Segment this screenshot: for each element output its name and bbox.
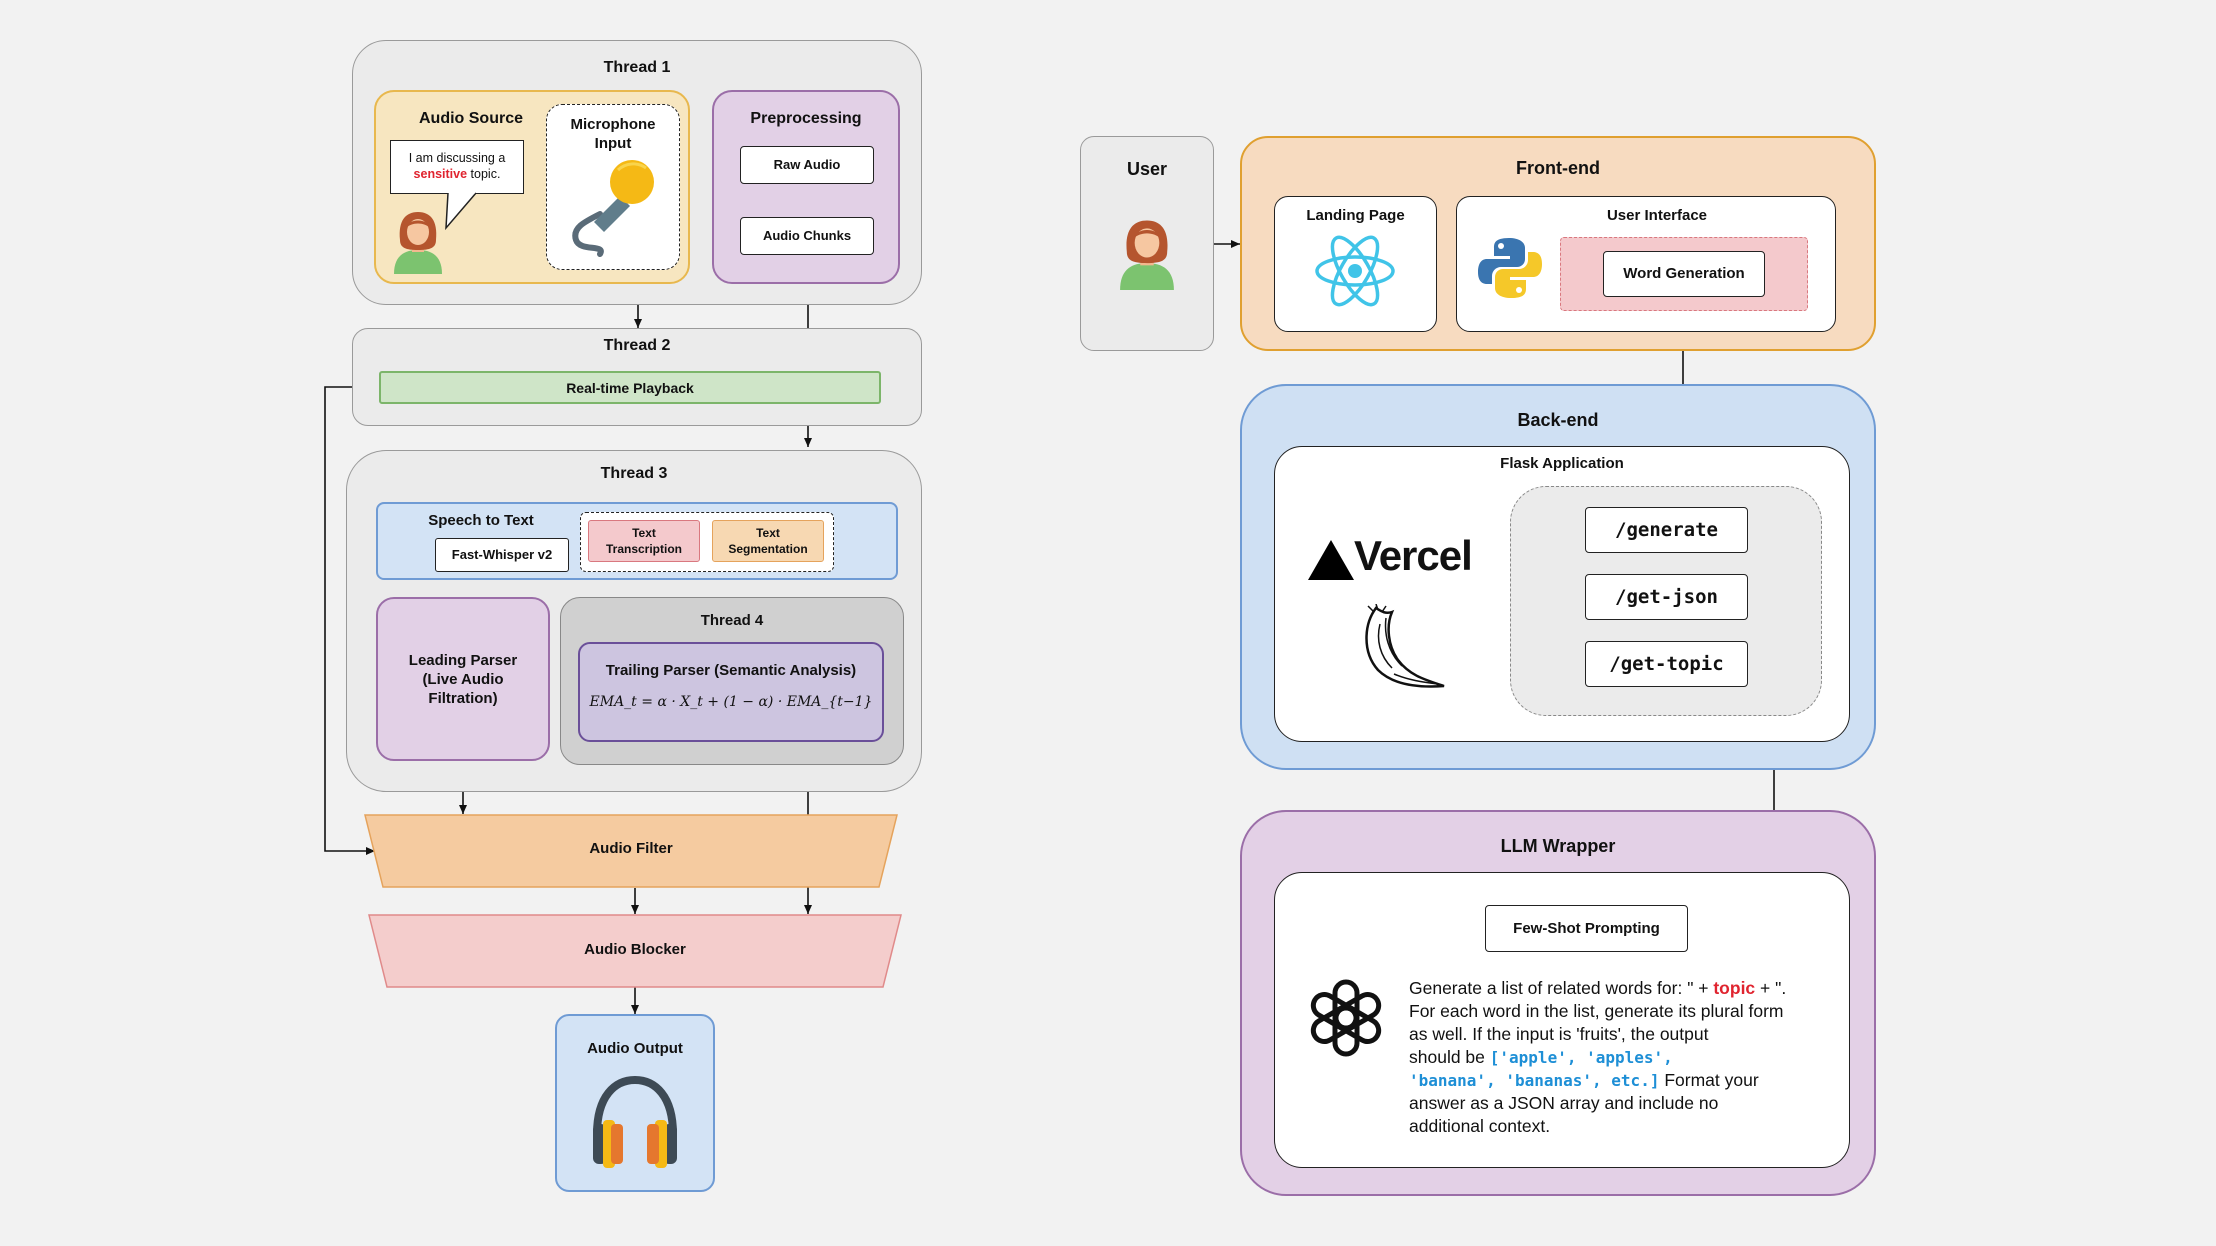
- prompt-line1-a: Generate a list of related words for: " …: [1409, 978, 1714, 998]
- speech-to-text-title: Speech to Text: [428, 512, 534, 529]
- prompt-line5-b: Format your: [1659, 1070, 1759, 1090]
- audio-output-box: Audio Output: [555, 1014, 715, 1192]
- microphone-title: Microphone Input: [547, 115, 679, 153]
- text-segmentation-box: Text Segmentation: [712, 520, 824, 562]
- prompt-line6: answer as a JSON array and include no: [1409, 1093, 1719, 1113]
- text-segmentation-l1: Text: [756, 526, 780, 540]
- prompt-line7: additional context.: [1409, 1116, 1551, 1136]
- text-transcription-l1: Text: [632, 526, 656, 540]
- thread-3-title: Thread 3: [600, 465, 668, 482]
- leading-parser-l3: Filtration): [428, 690, 498, 707]
- microphone-icon: [572, 160, 654, 257]
- leading-parser-l1: Leading Parser: [408, 652, 518, 669]
- landing-page-title: Landing Page: [1306, 207, 1405, 224]
- route-generate[interactable]: /generate: [1585, 507, 1748, 553]
- few-shot-prompting-box[interactable]: Few-Shot Prompting: [1485, 905, 1688, 952]
- ema-formula: EMA_t = α · X_t + (1 − α) · EMA_{t−1}: [589, 694, 873, 710]
- speech-text-pre: I am discussing a: [408, 151, 506, 165]
- text-transcription-l2: Transcription: [605, 542, 682, 556]
- person-icon: [394, 212, 442, 274]
- fast-whisper-box: Fast-Whisper v2: [435, 538, 569, 572]
- landing-page-box[interactable]: Landing Page: [1274, 196, 1437, 332]
- flask-icon: [1365, 604, 1445, 688]
- llm-wrapper-title: LLM Wrapper: [1500, 836, 1616, 856]
- preprocessing-title: Preprocessing: [750, 110, 862, 127]
- prompt-text: Generate a list of related words for: " …: [1409, 977, 1839, 1138]
- realtime-playback-bar: Real-time Playback: [379, 371, 881, 404]
- prompt-topic: topic: [1713, 978, 1756, 998]
- react-icon: [1315, 235, 1395, 307]
- vercel-triangle-icon: [1308, 540, 1354, 580]
- audio-filter-shape: [364, 814, 898, 888]
- microphone-title-line2: Input: [594, 135, 632, 152]
- text-transcription-box: Text Transcription: [588, 520, 700, 562]
- user-person-icon: [1120, 220, 1174, 290]
- backend-title: Back-end: [1517, 410, 1599, 430]
- route-get-json[interactable]: /get-json: [1585, 574, 1748, 620]
- word-generation-box[interactable]: Word Generation: [1603, 251, 1765, 297]
- headphones-icon: [593, 1075, 677, 1168]
- vercel-wordmark: Vercel: [1354, 532, 1473, 579]
- speech-text-post: topic.: [470, 167, 501, 181]
- audio-filter-label: Audio Filter: [589, 840, 673, 857]
- python-icon: [1478, 238, 1542, 298]
- prompt-line1-b: + ".: [1755, 978, 1787, 998]
- prompt-line4-a: should be: [1409, 1047, 1490, 1067]
- audio-blocker-label: Audio Blocker: [584, 941, 686, 958]
- prompt-line2: For each word in the list, generate its …: [1409, 1001, 1784, 1021]
- route-get-topic[interactable]: /get-topic: [1585, 641, 1748, 687]
- trailing-parser-title: Trailing Parser (Semantic Analysis): [605, 662, 857, 679]
- audio-chunks-box: Audio Chunks: [740, 217, 874, 255]
- microphone-title-line1: Microphone: [570, 116, 656, 133]
- raw-audio-box: Raw Audio: [740, 146, 874, 184]
- frontend-title: Front-end: [1516, 158, 1600, 178]
- thread-1-title: Thread 1: [603, 59, 671, 76]
- user-title: User: [1126, 159, 1168, 179]
- text-segmentation-l2: Segmentation: [728, 542, 808, 556]
- speech-bubble: I am discussing a sensitive topic.: [390, 140, 524, 194]
- openai-icon: [1310, 979, 1382, 1057]
- thread-4-title: Thread 4: [700, 612, 764, 629]
- thread-2-title: Thread 2: [603, 337, 671, 354]
- audio-blocker-shape: [368, 914, 902, 988]
- audio-output-title: Audio Output: [587, 1040, 683, 1057]
- user-interface-title: User Interface: [1606, 207, 1708, 224]
- audio-source-title: Audio Source: [418, 110, 523, 127]
- prompt-line3: as well. If the input is 'fruits', the o…: [1409, 1024, 1709, 1044]
- prompt-code-1: ['apple', 'apples',: [1489, 1048, 1673, 1067]
- prompt-code-2: 'banana', 'bananas', etc.]: [1409, 1071, 1660, 1090]
- leading-parser-box: Leading Parser (Live Audio Filtration): [376, 597, 550, 761]
- leading-parser-l2: (Live Audio: [422, 671, 504, 688]
- trailing-parser-box: Trailing Parser (Semantic Analysis) EMA_…: [578, 642, 884, 742]
- flask-application-title: Flask Application: [1500, 455, 1624, 472]
- speech-text-highlight: sensitive: [413, 167, 468, 181]
